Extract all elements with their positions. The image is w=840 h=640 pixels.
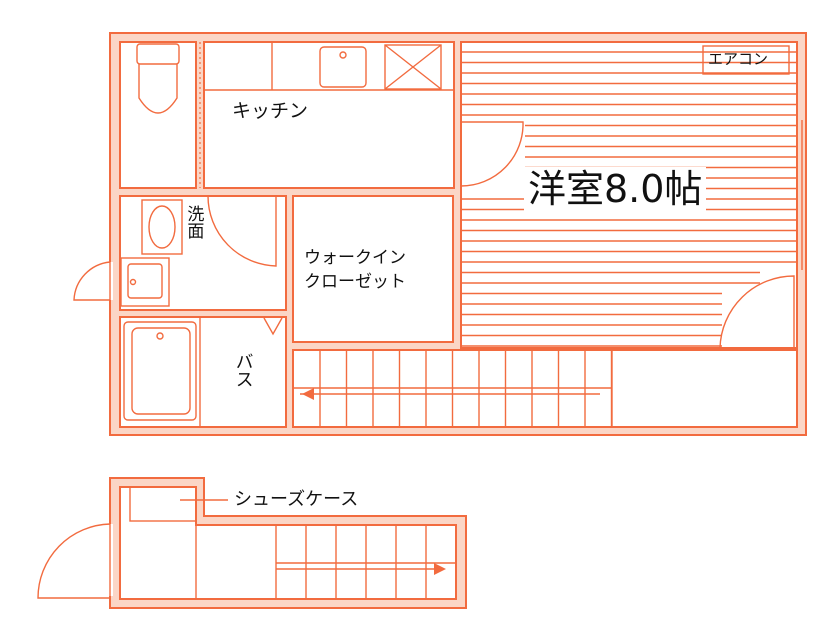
- bath-label: バス: [232, 352, 254, 388]
- aircon-label: エアコン: [708, 50, 769, 68]
- bath-room: [119, 316, 287, 428]
- washroom: [119, 195, 287, 311]
- washroom-door: [207, 195, 277, 267]
- upper-staircase: [293, 350, 613, 427]
- washroom-label: 洗面: [183, 205, 204, 239]
- washroom-exterior-door: [73, 261, 113, 301]
- kitchen-label: キッチン: [232, 100, 309, 122]
- western-room-label: 洋室8.0帖: [524, 167, 707, 213]
- lower-stair-arrow: [434, 563, 446, 575]
- floor-boards: [461, 51, 797, 347]
- washing-machine: [120, 257, 170, 307]
- kitchen-door: [460, 121, 524, 187]
- toilet-fixture: [136, 43, 180, 114]
- bath-door-marker: [263, 317, 283, 336]
- walk-in-closet-label-line2: クローゼット: [304, 272, 406, 292]
- western-room-door: [719, 275, 795, 349]
- washbasin: [141, 199, 183, 255]
- entrance-door: [37, 523, 113, 599]
- bathtub: [123, 321, 197, 421]
- western-window: [796, 120, 803, 270]
- upper-stair-arrow: [302, 388, 314, 400]
- walk-in-closet: [292, 195, 454, 343]
- aircon-unit: [702, 45, 790, 75]
- kitchen-counter: [204, 42, 454, 91]
- toilet-room: [119, 41, 197, 189]
- shoe-case-label: シューズケース: [234, 489, 359, 510]
- walk-in-closet-label-line1: ウォークイン: [304, 248, 406, 268]
- lower-staircase: [275, 525, 456, 599]
- shoe-case: [129, 486, 197, 522]
